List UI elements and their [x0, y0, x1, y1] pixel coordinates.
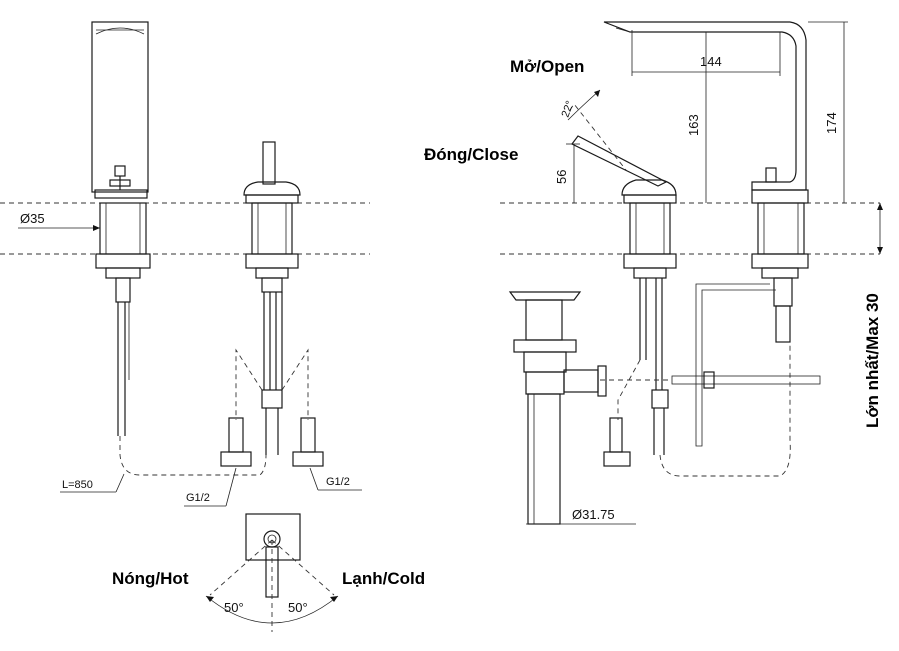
dim-144-text: 144 — [700, 54, 722, 69]
dim-thread-right-text: G1/2 — [326, 476, 350, 488]
dim-56: 56 — [554, 143, 580, 203]
dim-174-text: 174 — [824, 112, 839, 134]
handle-side-view — [569, 103, 821, 477]
dim-max-30 — [877, 203, 883, 254]
dim-diameter-35: Ø35 — [18, 211, 100, 231]
label-open: Mở/Open — [510, 57, 584, 76]
supply-hoses — [119, 348, 324, 476]
dim-diameter-35-text: Ø35 — [20, 211, 45, 226]
dim-thread-left: G1/2 — [184, 467, 237, 507]
dim-thread-right: G1/2 — [309, 467, 362, 491]
dim-22-text: 22° — [560, 99, 577, 119]
popup-drain — [508, 291, 607, 525]
dim-drain-diameter-text: Ø31.75 — [572, 507, 615, 522]
dim-hose-length: L=850 — [60, 473, 125, 493]
dim-hose-length-text: L=850 — [62, 479, 93, 491]
spout-front-view — [91, 21, 151, 436]
angle-right-text: 50° — [288, 600, 308, 615]
deck-lines — [0, 202, 880, 255]
dim-163: 163 — [686, 32, 707, 203]
angle-left-text: 50° — [224, 600, 244, 615]
dim-drain-diameter: Ø31.75 — [526, 507, 636, 525]
label-close: Đóng/Close — [424, 145, 518, 164]
handle-top-view: 50° 50° — [205, 513, 339, 632]
valve-side-view — [243, 141, 301, 455]
dim-163-text: 163 — [686, 114, 701, 136]
dim-thread-left-text: G1/2 — [186, 492, 210, 504]
faucet-side-view — [603, 21, 809, 447]
label-max-thickness: Lớn nhất/Max 30 — [863, 293, 882, 428]
dim-56-text: 56 — [554, 170, 569, 184]
label-cold: Lạnh/Cold — [342, 569, 425, 588]
dim-22-angle: 22° — [560, 89, 601, 121]
dim-174: 174 — [808, 21, 848, 203]
label-hot: Nóng/Hot — [112, 569, 189, 588]
